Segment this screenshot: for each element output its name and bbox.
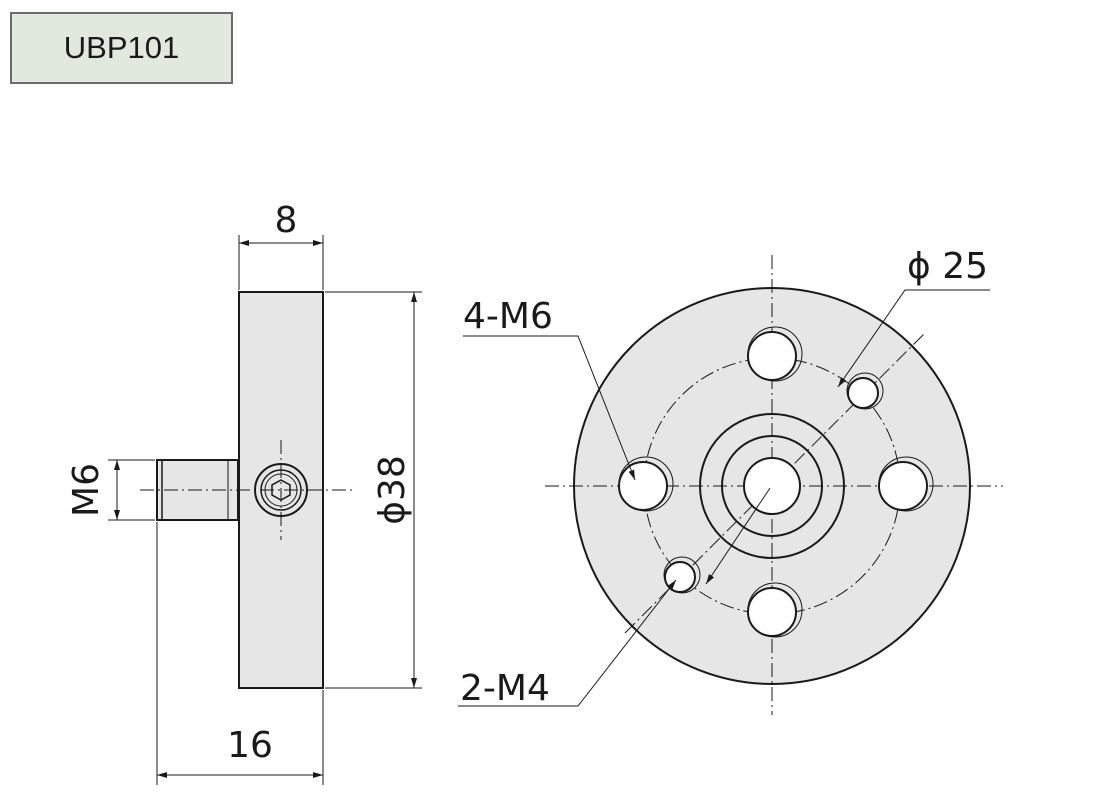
front-view [458,255,1003,715]
label-bolt-circle: ϕ 25 [907,246,988,287]
leader-m6 [463,335,636,481]
dim-thread: M6 [66,463,107,517]
model-label-text: UBP101 [63,30,180,65]
label-4-m6: 4-M6 [463,296,553,337]
dim-diameter: ϕ38 [372,455,413,525]
dim-thickness: 8 [275,200,298,241]
leader-bolt-circle [837,289,990,388]
label-2-m4: 2-M4 [460,668,550,709]
side-view [108,235,422,785]
leader-m4 [458,579,677,707]
dim-length: 16 [227,725,273,766]
model-label: UBP101 [10,12,233,84]
